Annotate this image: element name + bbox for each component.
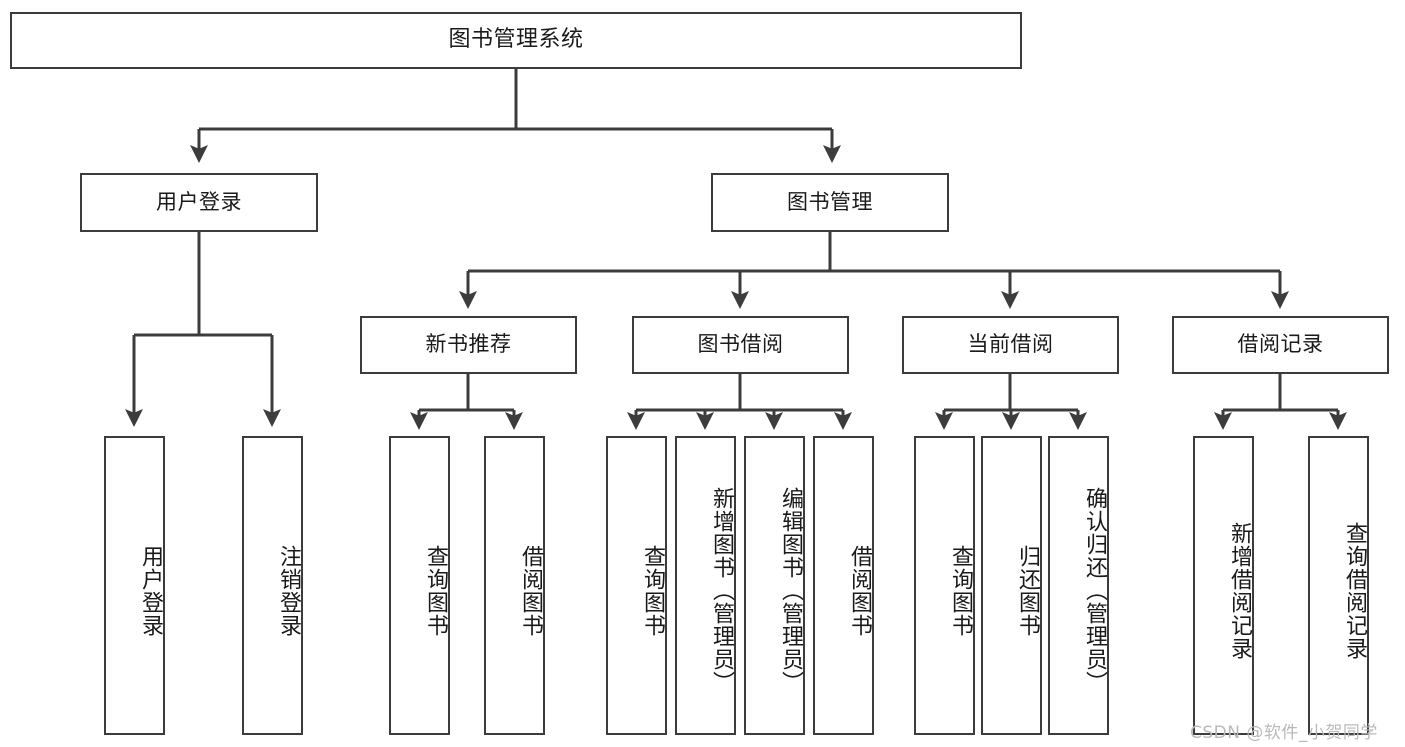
node-label: 查询图书 xyxy=(640,544,665,637)
node-label: 注销登录 xyxy=(276,544,301,637)
node-book-management[interactable]: 图书管理 xyxy=(711,173,949,232)
leaf-record-add-borrow-record[interactable]: 新增借阅记录 xyxy=(1193,436,1254,735)
node-label: 借阅图书 xyxy=(847,544,872,637)
node-label: 用户登录 xyxy=(156,189,242,214)
node-label: 查询图书 xyxy=(423,544,448,637)
node-borrow-record[interactable]: 借阅记录 xyxy=(1172,316,1389,374)
node-label: 新书推荐 xyxy=(425,332,512,357)
leaf-recommend-query-book[interactable]: 查询图书 xyxy=(389,436,450,735)
node-label: 新增借阅记录 xyxy=(1227,521,1252,660)
node-book-borrow[interactable]: 图书借阅 xyxy=(632,316,849,374)
node-label: 确认归还（管理员） xyxy=(1082,487,1107,694)
node-label: 借阅记录 xyxy=(1237,332,1324,357)
leaf-borrow-borrow-book[interactable]: 借阅图书 xyxy=(813,436,874,735)
node-label: 图书管理系统 xyxy=(448,27,584,53)
node-label: 图书管理 xyxy=(787,189,873,214)
node-label: 借阅图书 xyxy=(518,544,543,637)
node-label: 编辑图书（管理员） xyxy=(778,487,803,694)
leaf-borrow-add-book-admin[interactable]: 新增图书（管理员） xyxy=(675,436,736,735)
leaf-current-query-book[interactable]: 查询图书 xyxy=(914,436,975,735)
node-label: 用户登录 xyxy=(138,544,163,637)
node-root-system[interactable]: 图书管理系统 xyxy=(10,12,1022,69)
leaf-user-logout[interactable]: 注销登录 xyxy=(242,436,303,735)
leaf-borrow-query-book[interactable]: 查询图书 xyxy=(606,436,667,735)
node-label: 归还图书 xyxy=(1015,544,1040,637)
leaf-current-return-book[interactable]: 归还图书 xyxy=(981,436,1042,735)
node-label: 查询图书 xyxy=(948,544,973,637)
node-label: 图书借阅 xyxy=(697,332,784,357)
node-label: 新增图书（管理员） xyxy=(709,487,734,694)
node-user-login[interactable]: 用户登录 xyxy=(80,173,318,232)
leaf-current-confirm-return-admin[interactable]: 确认归还（管理员） xyxy=(1048,436,1109,735)
node-new-book-recommend[interactable]: 新书推荐 xyxy=(360,316,577,374)
leaf-borrow-edit-book-admin[interactable]: 编辑图书（管理员） xyxy=(744,436,805,735)
leaf-recommend-borrow-book[interactable]: 借阅图书 xyxy=(484,436,545,735)
node-current-borrow[interactable]: 当前借阅 xyxy=(902,316,1119,374)
node-label: 当前借阅 xyxy=(967,332,1054,357)
node-label: 查询借阅记录 xyxy=(1342,521,1367,660)
leaf-user-login[interactable]: 用户登录 xyxy=(104,436,165,735)
csdn-watermark: CSDN @软件_小贺同学 xyxy=(1190,723,1378,743)
leaf-record-query-borrow-record[interactable]: 查询借阅记录 xyxy=(1308,436,1369,735)
